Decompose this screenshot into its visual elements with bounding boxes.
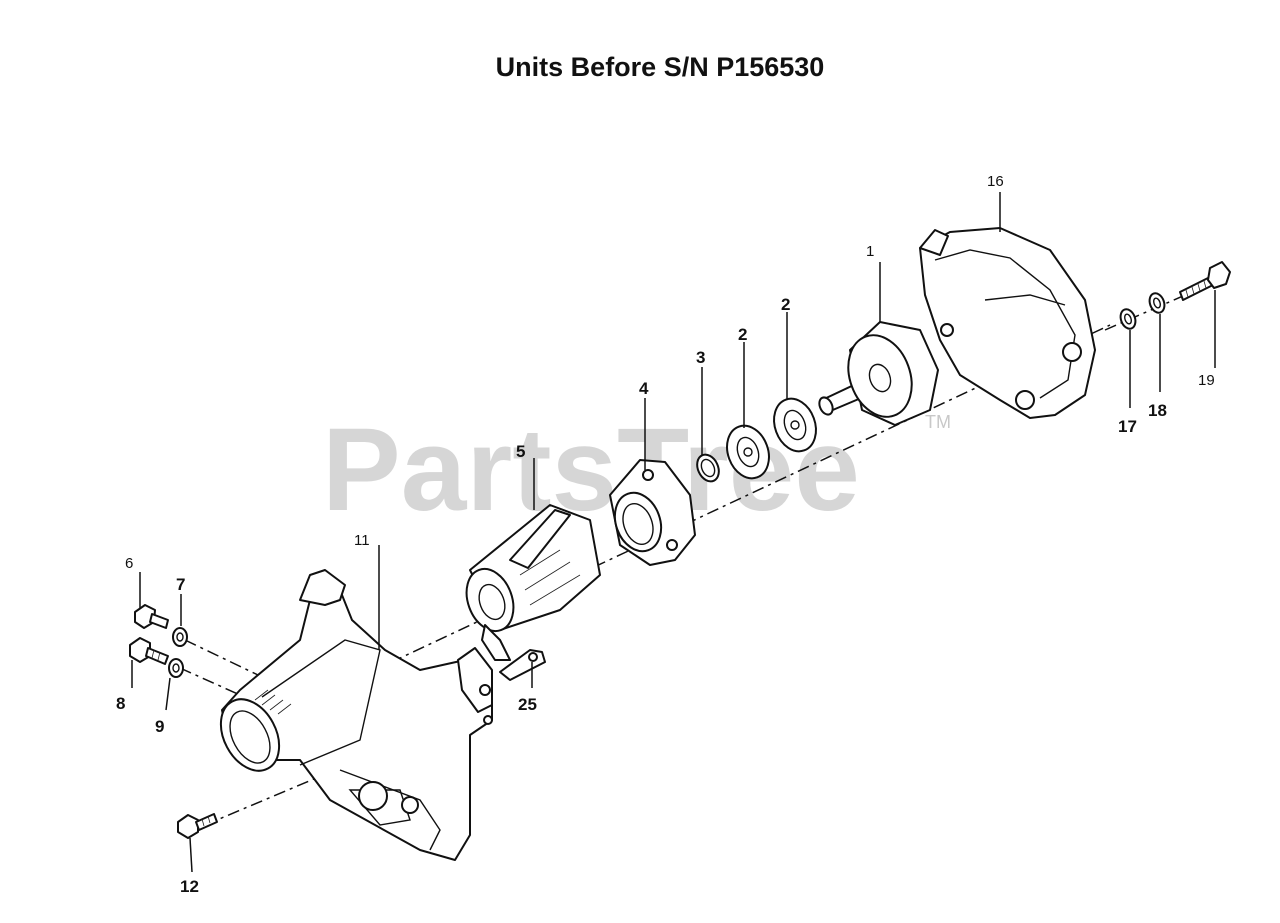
axis-line-part-9 [179,667,241,696]
callout-11: 11 [354,532,370,549]
callout-19: 19 [1198,372,1215,389]
callout-18: 18 [1148,401,1167,420]
clutch-cover [919,227,1096,419]
washer-9 [168,658,184,678]
callout-3: 3 [696,348,705,367]
callout-5: 5 [516,442,525,461]
callout-8: 8 [116,694,125,713]
bearing-holder [609,459,696,566]
axis-line-part-7 [184,639,259,676]
callout-1: 1 [866,243,874,260]
callout-6: 6 [125,555,133,572]
callout-25: 25 [518,695,537,714]
clutch-drum [818,321,939,426]
flat-washer-17 [1119,308,1137,330]
bolt-6 [134,604,169,629]
leader-12 [189,837,193,873]
cover-bolt [1179,261,1231,301]
callout-7: 7 [176,575,185,594]
diagram-title: Units Before S/N P156530 [495,52,825,82]
clip-part [481,624,546,681]
bolt-12 [177,813,218,839]
bolt-8 [129,637,169,665]
ball-bearing-front [726,424,770,480]
leader-9 [165,677,171,711]
ball-bearing-rear [773,397,817,453]
lock-washer-18 [1148,292,1166,314]
callout-2b: 2 [781,295,790,314]
callout-9: 9 [155,717,164,736]
gear-case-housing [219,569,493,861]
callout-17: 17 [1118,417,1137,436]
callout-16: 16 [987,173,1004,190]
tapered-bushing [465,504,601,632]
callout-2a: 2 [738,325,747,344]
watermark-text: PartsTree [322,404,860,536]
callout-4: 4 [639,379,649,398]
callout-12: 12 [180,877,199,896]
washer-7 [172,627,188,647]
watermark-trademark: TM [925,412,951,432]
